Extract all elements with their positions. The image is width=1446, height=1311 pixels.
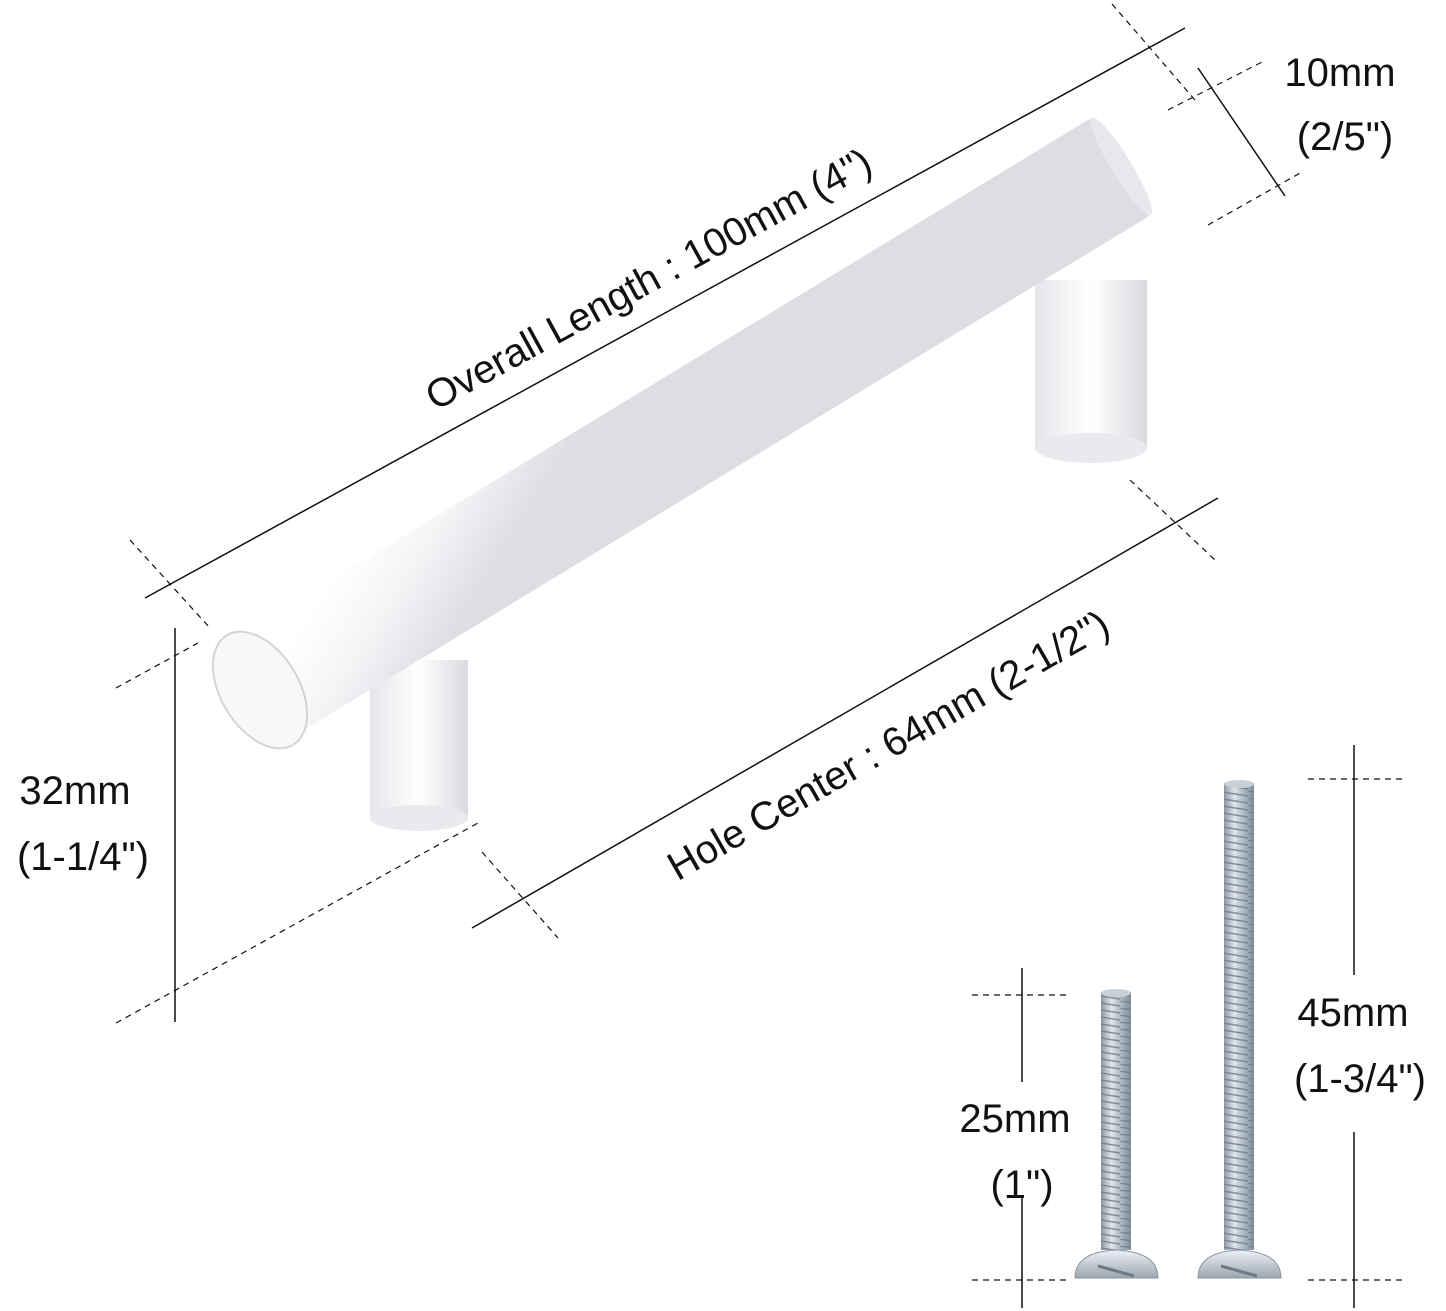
bar-handle — [211, 117, 1153, 831]
short-screw-mm-label: 25mm — [959, 1097, 1070, 1141]
height-in-label: (1-1/4") — [17, 835, 149, 879]
diameter-in-label: (2/5") — [1297, 115, 1393, 159]
short-screw — [1074, 989, 1159, 1279]
height-dimension — [115, 628, 479, 1024]
hole-center-label: Hole Center : 64mm (2-1/2") — [660, 602, 1117, 889]
hole-center-dimension — [471, 479, 1219, 939]
overall-length-dimension — [129, 3, 1196, 629]
height-mm-label: 32mm — [19, 769, 130, 813]
diameter-dimension — [1167, 61, 1303, 226]
short-screw-dimension — [972, 968, 1070, 1308]
short-screw-in-label: (1") — [990, 1163, 1053, 1207]
long-screw-in-label: (1-3/4") — [1294, 1057, 1426, 1101]
long-screw — [1197, 780, 1282, 1279]
long-screw-mm-label: 45mm — [1297, 991, 1408, 1035]
diameter-mm-label: 10mm — [1284, 51, 1395, 95]
long-screw-dimension — [1308, 745, 1405, 1308]
handle-right-leg — [1035, 280, 1147, 463]
handle-left-leg — [370, 660, 468, 831]
handle-end-cap — [211, 630, 309, 750]
handle-bar — [231, 117, 1153, 738]
